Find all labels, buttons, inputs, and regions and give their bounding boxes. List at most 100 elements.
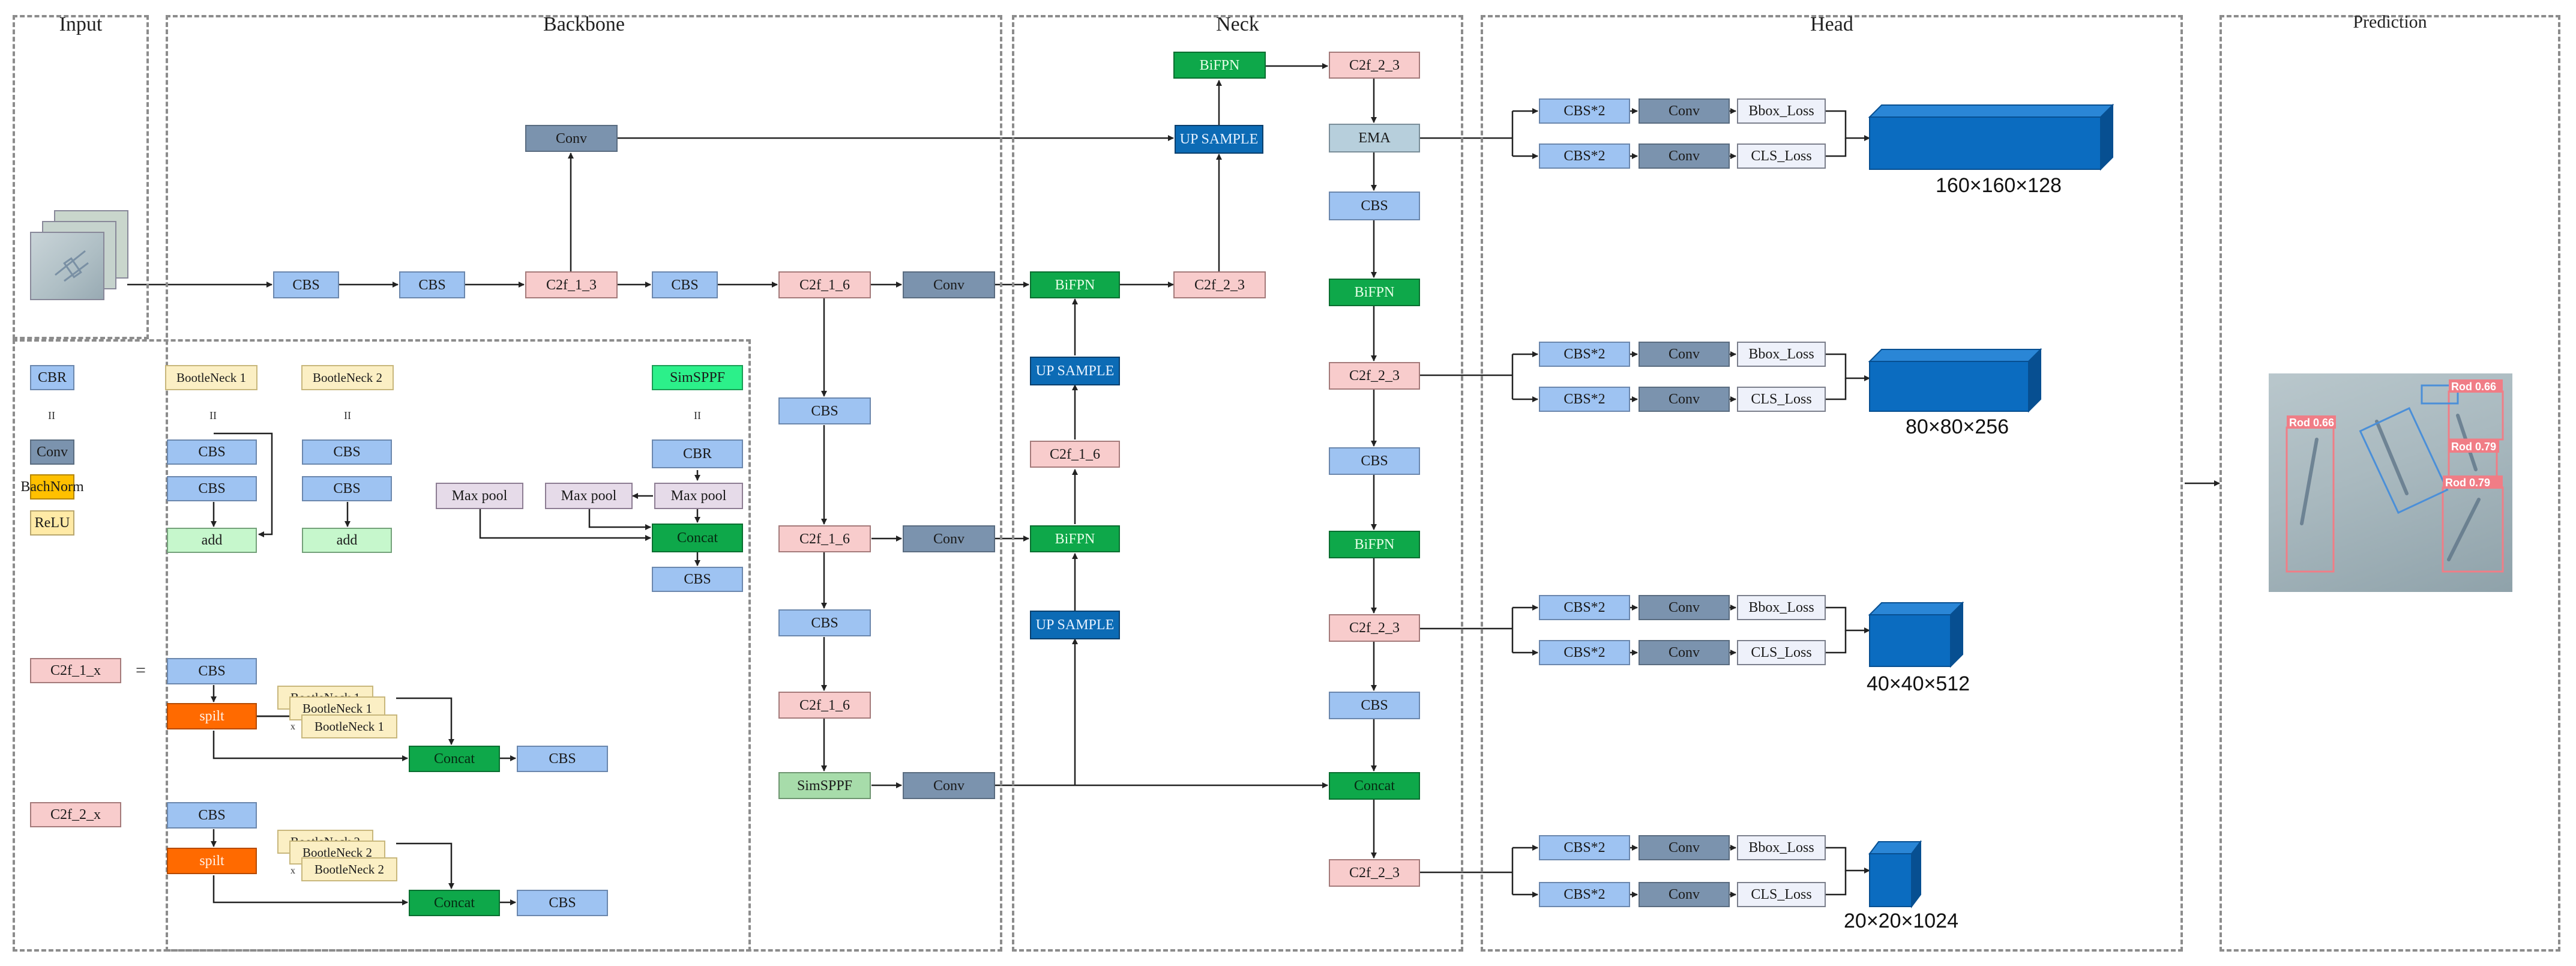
head-bbox-loss-2: Bbox_Loss xyxy=(1737,342,1826,367)
legend-simsppf-cbr: CBR xyxy=(652,439,743,468)
prediction-overlay: Rod 0.66 Rod 0.66 Rod 0.79 Rod 0.79 xyxy=(2286,379,2504,573)
legend-b1-cbs-1: CBS xyxy=(167,439,257,465)
neck-bifpn-1: BiFPN xyxy=(1030,271,1120,298)
legend-b2-cbs-2: CBS xyxy=(302,476,392,501)
backbone-cbs-4: CBS xyxy=(778,397,871,424)
neck-c2f-2-3-a: C2f_2_3 xyxy=(1173,271,1266,298)
neck-bifpn-2: BiFPN xyxy=(1030,525,1120,552)
legend-bottleneck1: BootleNeck 1 xyxy=(165,365,257,390)
backbone-c2f-1-3: C2f_1_3 xyxy=(525,271,618,298)
input-crystal-sketch xyxy=(55,250,89,282)
legend-simsppf-cbs: CBS xyxy=(652,567,743,592)
head-section xyxy=(1481,15,2183,952)
legend-c2f1-x-mark: x xyxy=(290,722,295,732)
backbone-cbs-3: CBS xyxy=(652,271,718,298)
head-bbox-loss-4: Bbox_Loss xyxy=(1737,835,1826,860)
head-cbs2-4a: CBS*2 xyxy=(1539,835,1630,860)
neck-upsample-3: UP SAMPLE xyxy=(1030,611,1120,639)
legend-c2f2-bottleneck-front: BootleNeck 2 xyxy=(301,857,397,881)
head-cls-loss-3: CLS_Loss xyxy=(1737,640,1826,665)
legend-conv: Conv xyxy=(30,439,74,465)
head-cls-loss-2: CLS_Loss xyxy=(1737,387,1826,412)
legend-c2f-2-x: C2f_2_x xyxy=(30,802,121,827)
head-conv-1b: Conv xyxy=(1639,143,1730,169)
detection-label-2: Rod 0.66 xyxy=(2451,381,2496,393)
prediction-section xyxy=(2219,15,2560,952)
legend-maxpool-1: Max pool xyxy=(436,483,523,509)
legend-simsppf: SimSPPF xyxy=(652,365,743,390)
legend-b1-cbs-2: CBS xyxy=(167,476,257,501)
neck-c2f-2-3-c: C2f_2_3 xyxy=(1329,614,1420,642)
head-cbs2-2a: CBS*2 xyxy=(1539,342,1630,367)
head-cbs2-1b: CBS*2 xyxy=(1539,143,1630,169)
detection-label-3: Rod 0.79 xyxy=(2451,441,2496,453)
legend-c2f1-cbs: CBS xyxy=(167,658,257,684)
prediction-section-title: Prediction xyxy=(2353,12,2427,32)
detection-label-1: Rod 0.66 xyxy=(2289,417,2334,429)
head-conv-2b: Conv xyxy=(1639,387,1730,412)
backbone-section-title: Backbone xyxy=(543,13,625,35)
backbone-c2f-1-6-a: C2f_1_6 xyxy=(778,271,871,298)
legend-concat: Concat xyxy=(652,524,743,552)
backbone-conv-3: Conv xyxy=(903,772,995,799)
input-image-stack xyxy=(30,210,132,300)
legend-b1-add: add xyxy=(167,528,257,553)
neck-bifpn-top: BiFPN xyxy=(1173,52,1266,79)
neck-section-title: Neck xyxy=(1216,13,1259,35)
neck-cbs-3: CBS xyxy=(1329,692,1420,719)
input-image-front xyxy=(30,232,104,300)
head-cbs2-1a: CBS*2 xyxy=(1539,98,1630,124)
input-section xyxy=(13,15,149,339)
head-cls-loss-4: CLS_Loss xyxy=(1737,882,1826,907)
input-section-title: Input xyxy=(59,13,103,35)
backbone-c2f-1-6-c: C2f_1_6 xyxy=(778,692,871,719)
neck-bifpn-4: BiFPN xyxy=(1329,531,1420,558)
head-section-title: Head xyxy=(1810,13,1853,35)
backbone-cbs-5: CBS xyxy=(778,609,871,636)
legend-bottleneck1-equals: II xyxy=(209,409,217,421)
legend-c2f2-concat: Concat xyxy=(409,890,500,916)
prediction-image: Rod 0.66 Rod 0.66 Rod 0.79 Rod 0.79 xyxy=(2269,373,2512,592)
backbone-cbs-2: CBS xyxy=(399,271,465,298)
legend-cbr: CBR xyxy=(30,365,74,390)
legend-c2f2-cbs: CBS xyxy=(167,802,257,829)
output-dim-40: 40×40×512 xyxy=(1867,672,1970,695)
neck-section xyxy=(1012,15,1463,952)
backbone-c2f-1-6-b: C2f_1_6 xyxy=(778,525,871,552)
head-conv-3b: Conv xyxy=(1639,640,1730,665)
neck-c2f-2-3-b: C2f_2_3 xyxy=(1329,362,1420,390)
head-conv-1a: Conv xyxy=(1639,98,1730,124)
legend-simsppf-equals: II xyxy=(694,409,701,421)
head-conv-4b: Conv xyxy=(1639,882,1730,907)
head-conv-4a: Conv xyxy=(1639,835,1730,860)
legend-batchnorm: BachNorm xyxy=(20,474,84,500)
detection-label-4: Rod 0.79 xyxy=(2445,477,2490,489)
legend-c2f1-out-cbs: CBS xyxy=(517,746,608,772)
neck-cbs-2: CBS xyxy=(1329,447,1420,475)
backbone-cbs-1: CBS xyxy=(273,271,339,298)
neck-c2f-1-6: C2f_1_6 xyxy=(1030,441,1120,468)
backbone-conv-top: Conv xyxy=(525,125,618,152)
neck-cbs-1: CBS xyxy=(1329,192,1420,220)
legend-c2f1-concat: Concat xyxy=(409,746,500,772)
legend-c2f2-out-cbs: CBS xyxy=(517,890,608,916)
head-bbox-loss-1: Bbox_Loss xyxy=(1737,98,1826,124)
legend-maxpool-2: Max pool xyxy=(545,483,633,509)
legend-bottleneck2-equals: II xyxy=(344,409,351,421)
head-cls-loss-1: CLS_Loss xyxy=(1737,143,1826,169)
backbone-conv-1: Conv xyxy=(903,271,995,298)
neck-concat: Concat xyxy=(1329,772,1420,800)
backbone-simsppf: SimSPPF xyxy=(778,772,871,799)
legend-c2f1-bottleneck-front: BootleNeck 1 xyxy=(301,714,397,738)
output-dim-20: 20×20×1024 xyxy=(1844,910,1958,932)
neck-bifpn-3: BiFPN xyxy=(1329,279,1420,306)
output-dim-160: 160×160×128 xyxy=(1936,174,2062,197)
legend-c2f-1-x-equals: = xyxy=(136,660,146,680)
neck-c2f-2-3-top: C2f_2_3 xyxy=(1329,52,1420,79)
legend-cbr-equals: II xyxy=(48,409,55,421)
legend-b2-add: add xyxy=(302,528,392,553)
legend-c2f2-split: spilt xyxy=(167,848,257,874)
head-conv-2a: Conv xyxy=(1639,342,1730,367)
neck-upsample-2: UP SAMPLE xyxy=(1030,357,1120,385)
